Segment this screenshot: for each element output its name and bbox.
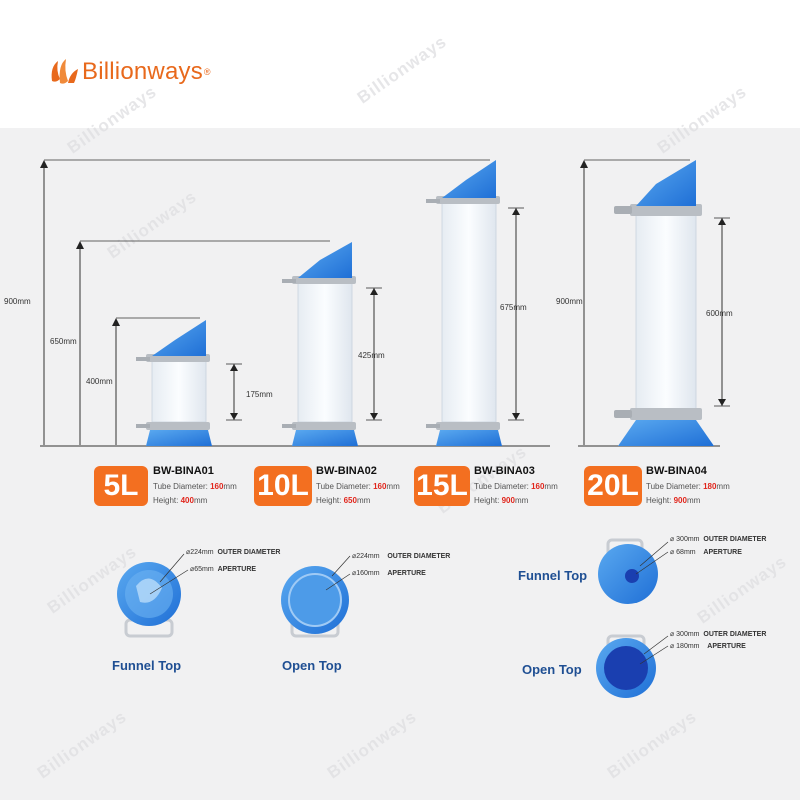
model-name: BW-BINA03 xyxy=(474,465,535,477)
product-5l-drawing xyxy=(136,320,212,446)
spec-height: Height: 900mm xyxy=(646,496,701,505)
small-funnel-aperture-note: ⌀65mm APERTURE xyxy=(190,566,257,573)
brand-reg-mark: ® xyxy=(203,67,211,77)
dimension-label-400: 400mm xyxy=(86,377,113,386)
small-funnel-top-label: Funnel Top xyxy=(112,658,182,673)
large-funnel-top-view xyxy=(598,538,669,604)
capacity-badge-5l: 5L xyxy=(94,466,148,506)
large-open-outer-note: ⌀ 300mm OUTER DIAMETER xyxy=(670,631,767,638)
product-20l-drawing xyxy=(614,160,714,446)
large-open-top-label: Open Top xyxy=(522,662,582,677)
small-funnel-outer-note: ⌀224mm OUTER DIAMETER xyxy=(186,549,281,556)
dimension-175 xyxy=(226,363,242,421)
brand-name: Billionways xyxy=(82,58,203,85)
dimension-label-650: 650mm xyxy=(50,337,77,346)
brand-logo: Billionways® xyxy=(48,52,211,92)
dimension-600 xyxy=(714,217,730,407)
spec-tube-diameter: Tube Diameter: 160mm xyxy=(474,482,558,491)
small-open-top-label: Open Top xyxy=(282,658,342,673)
dimension-675 xyxy=(508,207,524,421)
spec-tube-diameter: Tube Diameter: 180mm xyxy=(646,482,730,491)
capacity-badge-10l: 10L xyxy=(254,466,312,506)
large-open-aperture-note: ⌀ 180mm APERTURE xyxy=(670,643,746,650)
dimension-650 xyxy=(76,240,330,445)
small-open-top-view xyxy=(281,555,351,638)
dimension-label-675: 675mm xyxy=(500,303,527,312)
dimension-425 xyxy=(366,287,382,421)
small-funnel-top-view xyxy=(117,553,189,638)
dimension-label-900-right: 900mm xyxy=(556,297,583,306)
spec-height: Height: 400mm xyxy=(153,496,208,505)
dimension-400 xyxy=(112,317,200,445)
capacity-badge-20l: 20L xyxy=(584,466,642,506)
brand-logo-icon xyxy=(51,59,78,84)
spec-tube-diameter: Tube Diameter: 160mm xyxy=(153,482,237,491)
small-open-outer-note: ⌀224mm OUTER DIAMETER xyxy=(352,553,451,560)
dimension-label-900-left: 900mm xyxy=(4,297,31,306)
model-name: BW-BINA04 xyxy=(646,465,707,477)
large-open-top-view xyxy=(596,634,669,698)
dimension-label-600: 600mm xyxy=(706,309,733,318)
product-10l-drawing xyxy=(282,242,358,446)
spec-tube-diameter: Tube Diameter: 160mm xyxy=(316,482,400,491)
product-15l-drawing xyxy=(426,160,502,446)
large-funnel-aperture-note: ⌀ 68mm APERTURE xyxy=(670,549,742,556)
large-funnel-outer-note: ⌀ 300mm OUTER DIAMETER xyxy=(670,536,767,543)
spec-height: Height: 900mm xyxy=(474,496,529,505)
small-open-aperture-note: ⌀160mm APERTURE xyxy=(352,570,426,577)
model-name: BW-BINA01 xyxy=(153,465,214,477)
dimension-label-425: 425mm xyxy=(358,351,385,360)
capacity-badge-15l: 15L xyxy=(414,466,470,506)
model-name: BW-BINA02 xyxy=(316,465,377,477)
large-funnel-top-label: Funnel Top xyxy=(518,568,588,583)
dimension-label-175: 175mm xyxy=(246,390,273,399)
spec-height: Height: 650mm xyxy=(316,496,371,505)
